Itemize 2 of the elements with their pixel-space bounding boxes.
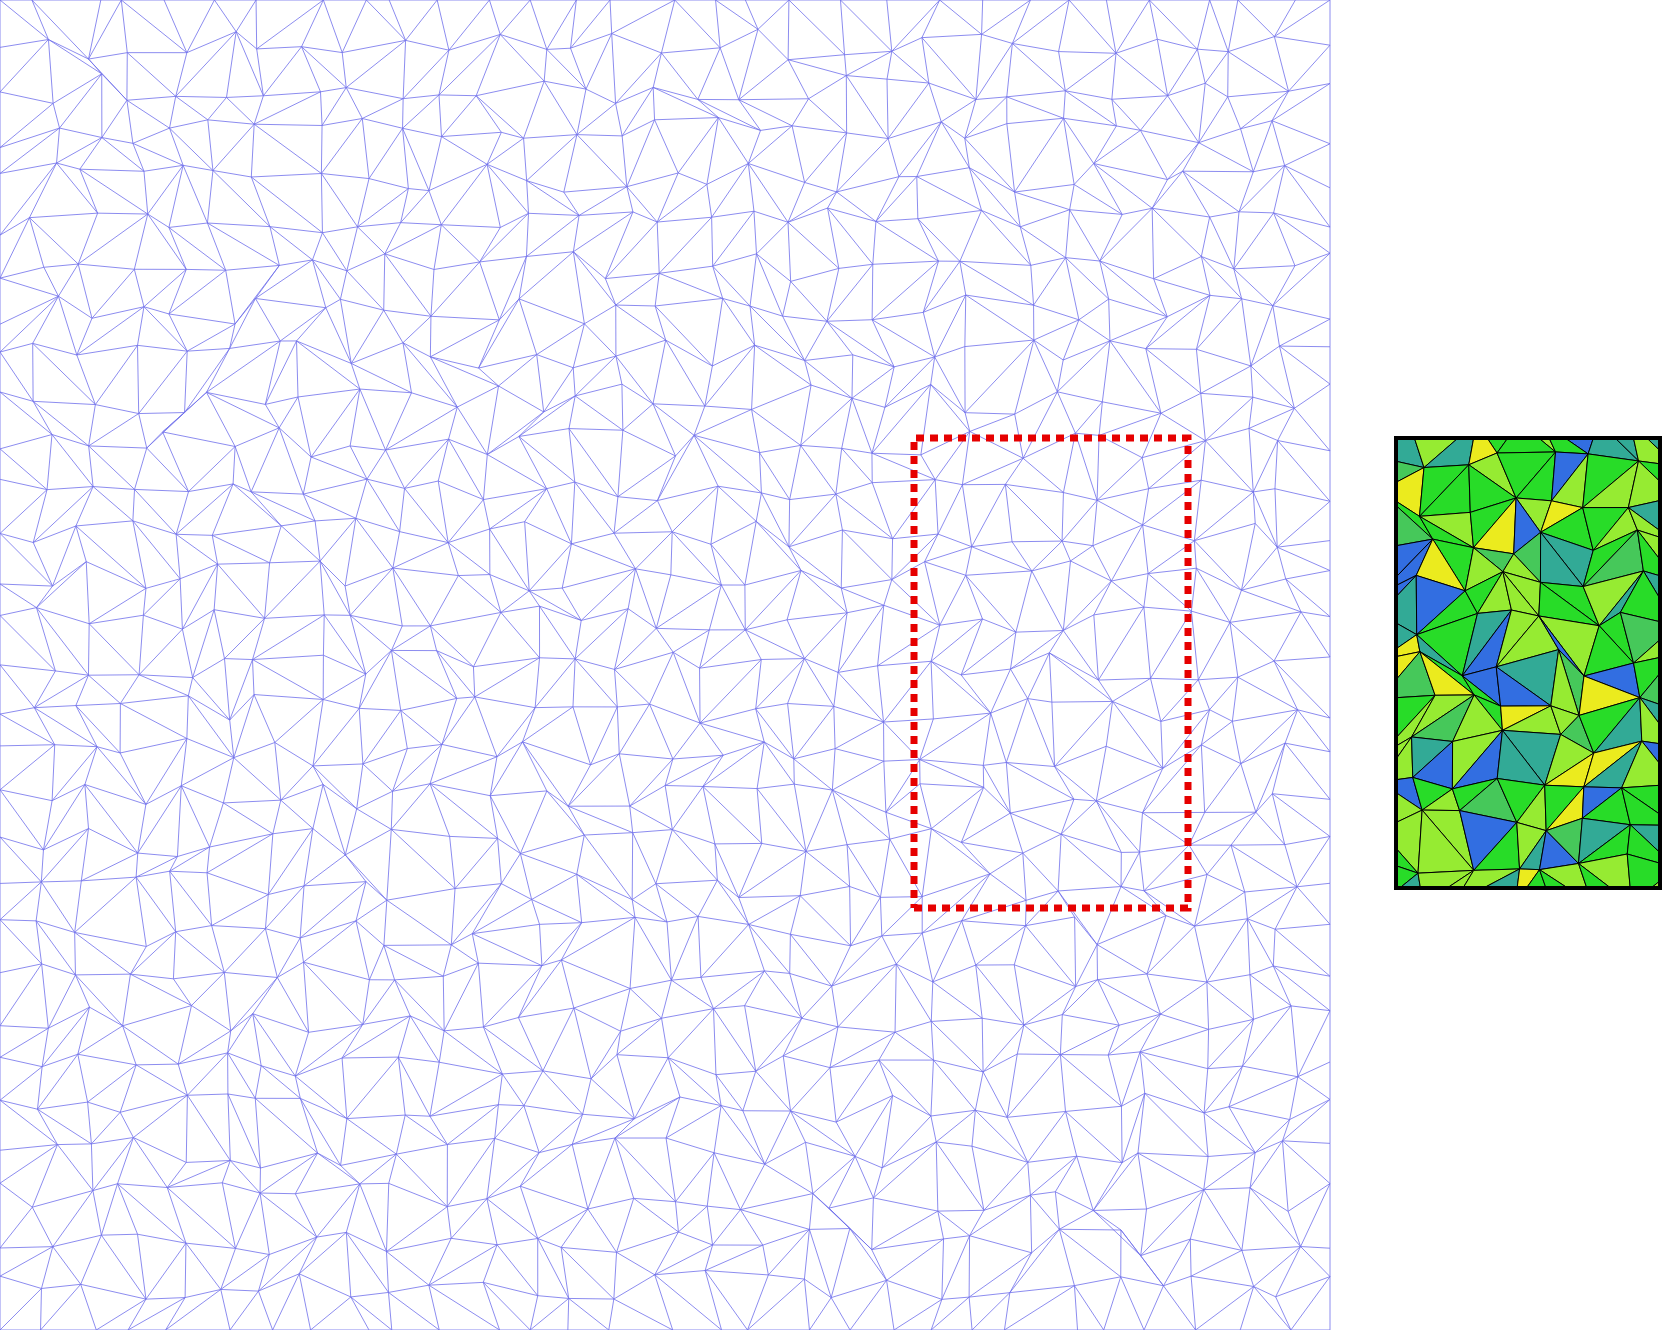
picture <box>1394 436 1662 890</box>
zoom-rectangle <box>910 434 1192 912</box>
